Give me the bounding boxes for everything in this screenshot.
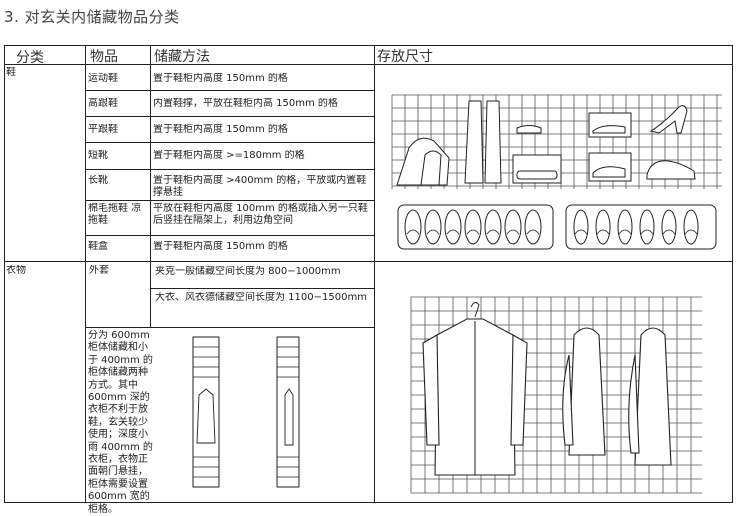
shoe-storage-grid-drawing <box>391 94 722 189</box>
table-row-method: 平放在鞋柜内高度 100mm 的格或插入另一只鞋后竖挂在隔架上，利用边角空间 <box>153 203 368 226</box>
wardrobe-elevation-drawing <box>192 336 300 488</box>
clothes-note: 分为 600mm 柜体储藏和小于 400mm 的柜体储藏两种方式。其中 600m… <box>88 330 153 515</box>
table-row-item: 高跟鞋 <box>88 98 118 109</box>
table-row-item: 棉毛拖鞋 凉拖鞋 <box>88 203 142 226</box>
header-category: 分类 <box>16 50 44 66</box>
table-row-method: 置于鞋柜内高度 150mm 的格 <box>153 241 288 252</box>
coat-storage-grid-drawing <box>410 296 702 494</box>
table-row-method: 置于鞋柜内高度 150mm 的格 <box>153 124 288 135</box>
header-method: 储藏方法 <box>154 49 210 65</box>
slippers-drawing-right <box>565 204 717 250</box>
category-clothes: 衣物 <box>6 265 26 276</box>
table-row-item: 平跟鞋 <box>88 124 118 135</box>
storage-table: 分类 物品 储藏方法 存放尺寸 鞋 运动鞋 置于鞋柜内高度 150mm 的格 高… <box>4 45 733 515</box>
table-row-item: 短靴 <box>88 150 108 161</box>
category-shoes: 鞋 <box>6 67 16 78</box>
clothes-item: 外套 <box>89 265 109 276</box>
table-row-item: 长靴 <box>88 175 108 186</box>
header-size: 存放尺寸 <box>377 49 433 65</box>
table-row-item: 鞋盒 <box>88 241 108 252</box>
table-row-method: 置于鞋柜内高度 150mm 的格 <box>153 73 288 84</box>
table-row-item: 运动鞋 <box>88 73 118 84</box>
table-row-method: 置于鞋柜内高度 >400mm 的格，平放或内置鞋撑悬挂 <box>153 175 367 198</box>
clothes-method-1: 夹克一般储藏空间长度为 800−1000mm <box>155 266 341 277</box>
clothes-method-2: 大衣、风衣德储藏空间长度为 1100−1500mm <box>155 292 367 303</box>
table-row-method: 置于鞋柜内高度 >=180mm 的格 <box>153 150 305 161</box>
slippers-drawing-left <box>397 204 554 250</box>
header-item: 物品 <box>90 49 118 65</box>
table-row-method: 内置鞋撑，平放在鞋柜内高 150mm 的格 <box>153 98 338 109</box>
page-title: 3. 对玄关内储藏物品分类 <box>4 8 180 26</box>
